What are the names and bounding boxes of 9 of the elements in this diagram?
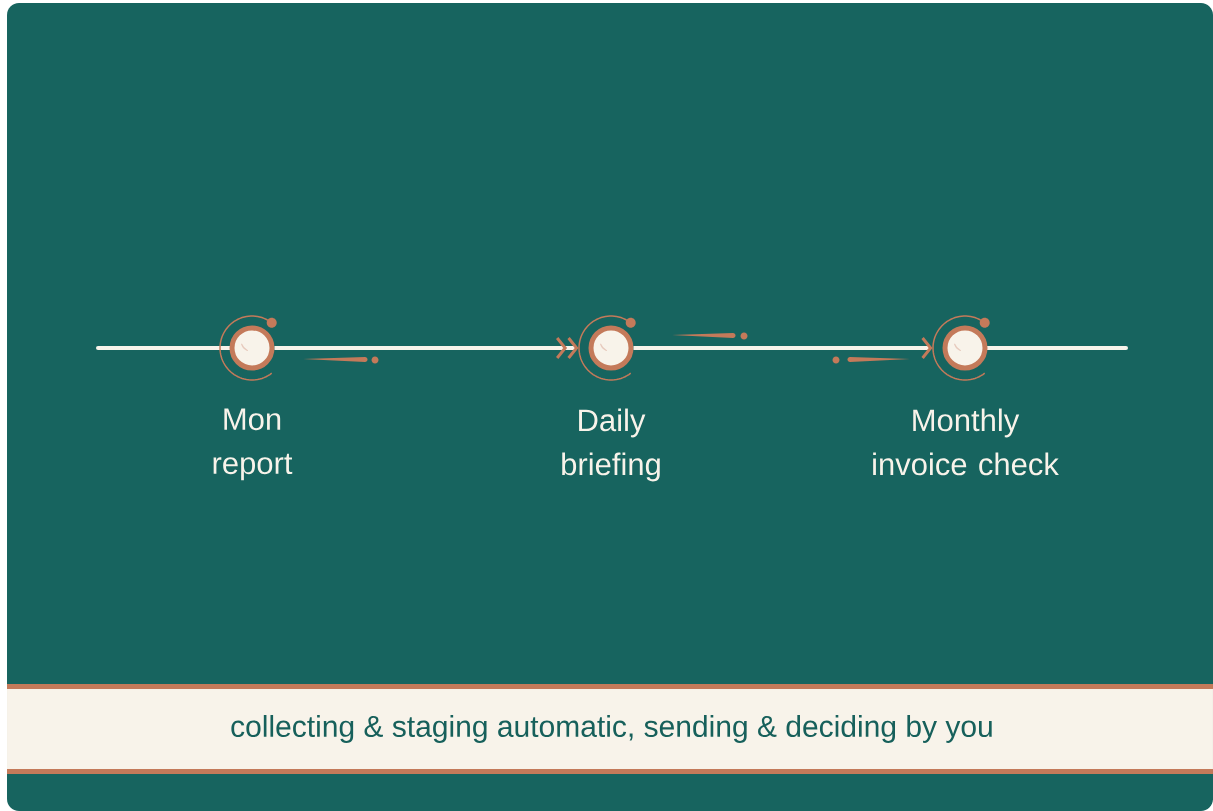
milestone-marker: [942, 325, 988, 371]
milestone-label: Daily briefing: [562, 408, 660, 482]
milestone-marker: [229, 325, 275, 371]
banner: collecting & staging automatic, sending & deciding by you: [7, 684, 1213, 774]
arrow: [633, 337, 933, 359]
arrow: [274, 337, 579, 359]
milestone-label: Monthly invoice check: [873, 408, 1059, 476]
milestone-marker: [588, 325, 634, 371]
milestone-label: Mon report: [213, 408, 293, 481]
